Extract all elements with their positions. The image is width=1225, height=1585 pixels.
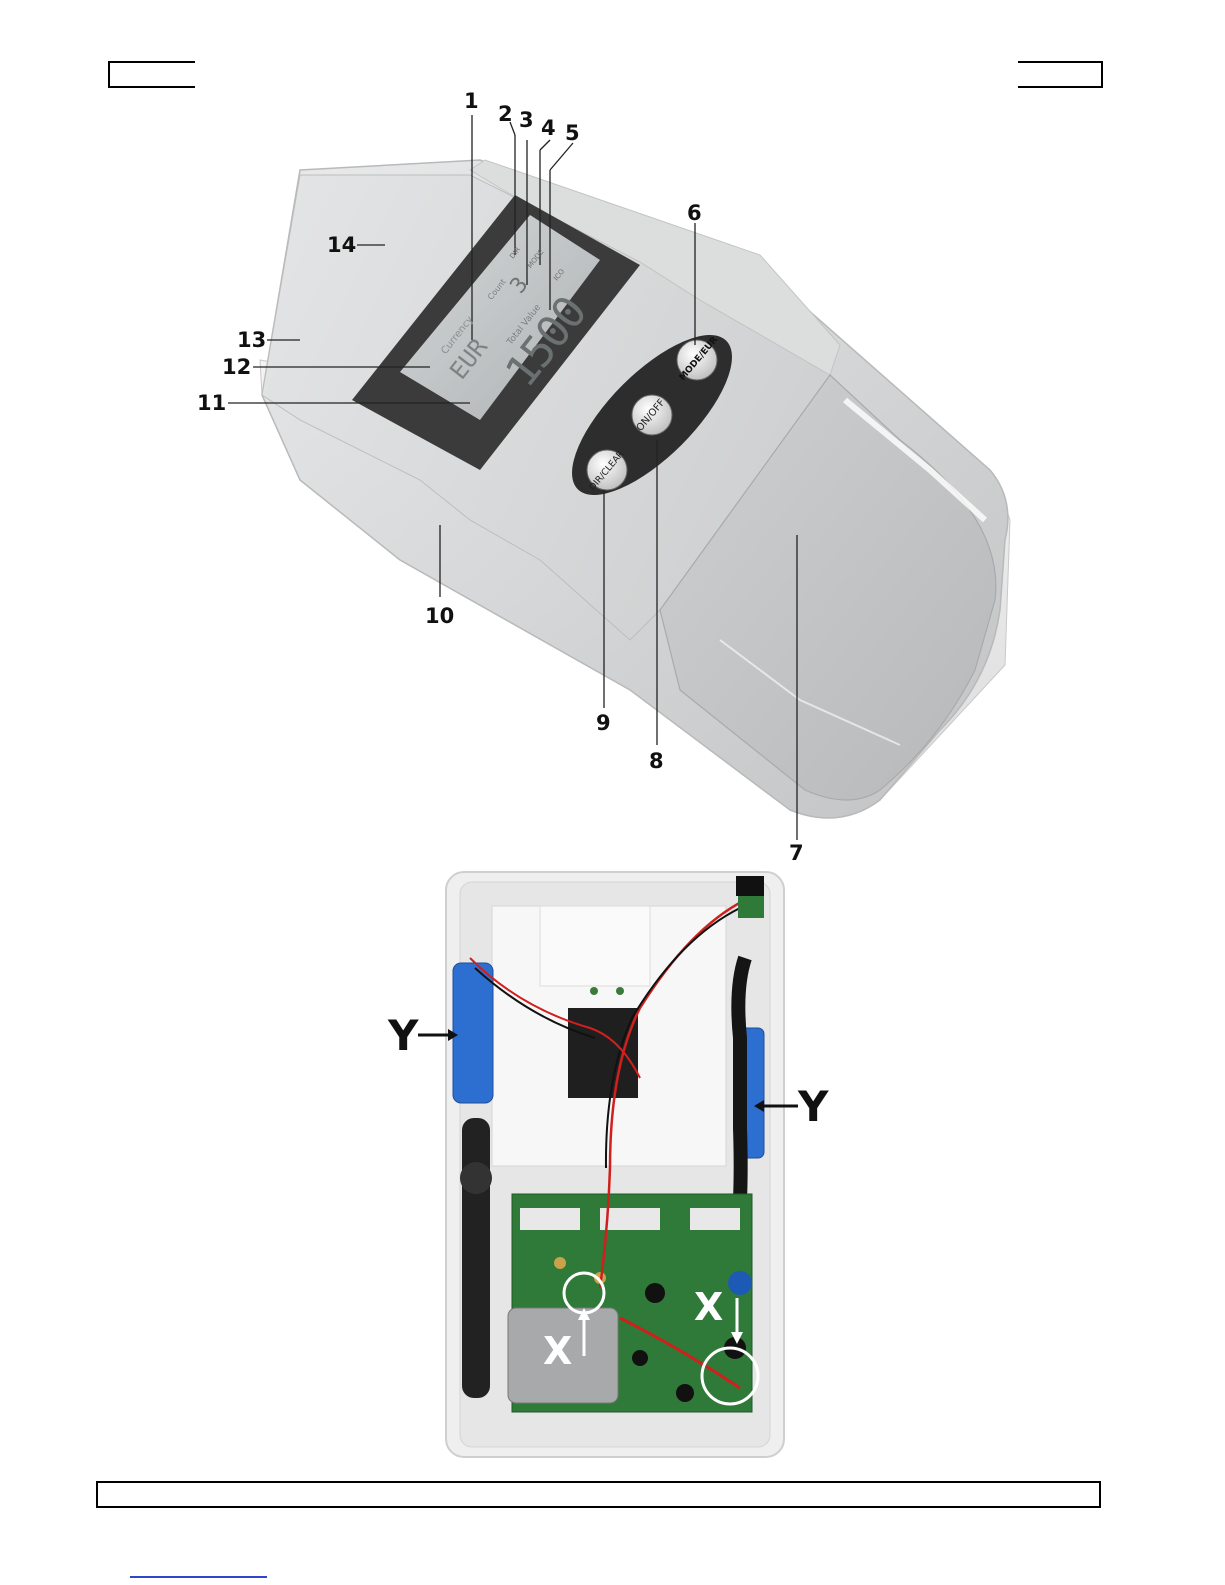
callout-4: 4: [541, 118, 556, 139]
footer-frame: [96, 1481, 1101, 1508]
connector-marker-right: X: [694, 1288, 723, 1326]
footer-link-underline[interactable]: [130, 1576, 267, 1578]
device-illustration: [0, 0, 1225, 860]
callout-11: 11: [197, 393, 226, 414]
callout-5: 5: [565, 123, 580, 144]
battery-marker-left: Y: [388, 1015, 418, 1057]
callout-12: 12: [222, 357, 251, 378]
callout-8: 8: [649, 751, 664, 772]
lcd-mode-label: MODE: [526, 248, 545, 270]
callout-1: 1: [464, 91, 479, 112]
callout-3: 3: [519, 110, 534, 131]
connector-marker-left: X: [543, 1332, 572, 1370]
lcd-count-value: 3: [506, 273, 534, 299]
lcd-icon-label: ICO: [552, 268, 566, 283]
callout-10: 10: [425, 606, 454, 627]
callout-9: 9: [596, 713, 611, 734]
callout-13: 13: [237, 330, 266, 351]
internal-view-illustration: [0, 868, 1225, 1468]
lcd-count-label: Count: [486, 277, 508, 301]
callout-7: 7: [789, 843, 804, 864]
callout-6: 6: [687, 203, 702, 224]
battery-left: [453, 963, 493, 1103]
callout-14: 14: [327, 235, 356, 256]
callout-2: 2: [498, 104, 513, 125]
lcd-text-group: Currency EUR Count 3 Total Value 1500 MO…: [395, 225, 615, 415]
battery-marker-right: Y: [798, 1086, 828, 1128]
lcd-dir-label: DIR: [508, 246, 522, 261]
